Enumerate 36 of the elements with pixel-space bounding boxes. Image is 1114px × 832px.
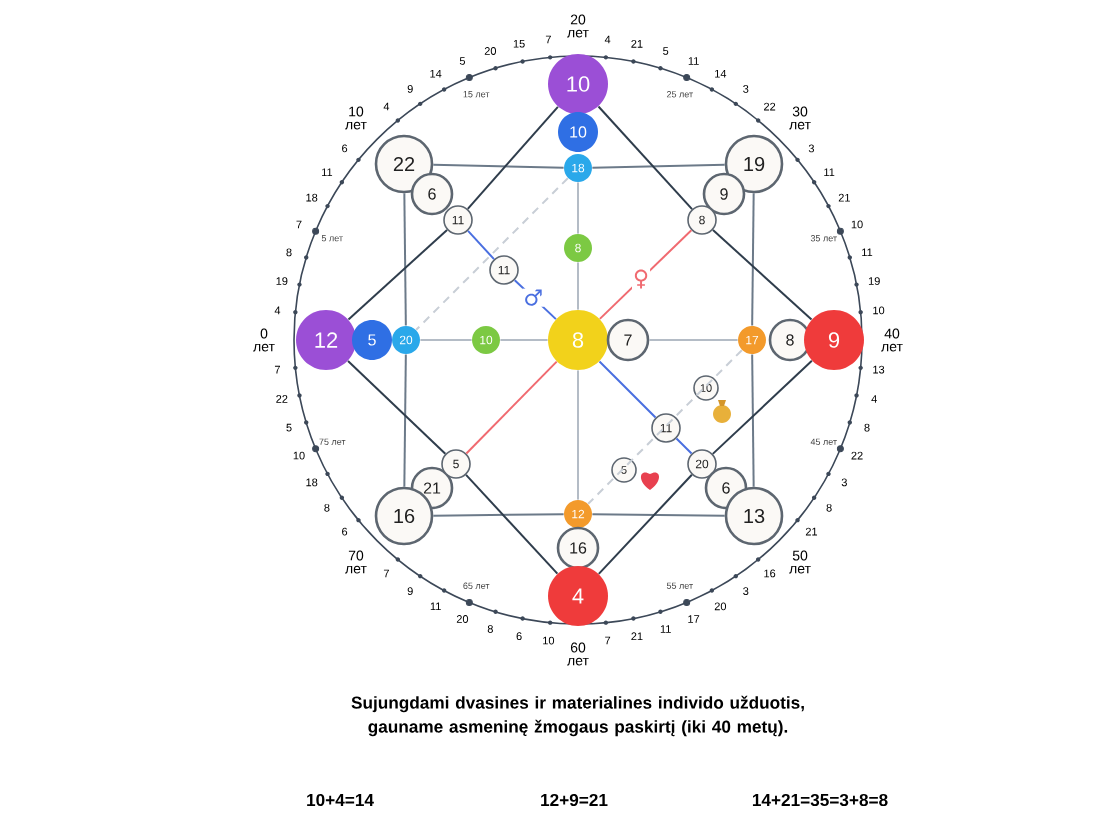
connector-line [347,228,449,321]
connector-line [419,339,473,341]
connector-line [347,360,447,455]
equation: 10+4=14 [307,793,374,807]
connector-line [466,105,559,210]
connector-line [577,181,579,235]
connector-line [577,261,579,311]
connector-line [591,163,726,169]
connector-line [403,353,407,488]
symbol-label: ♀ [634,269,648,289]
connector-line [675,437,693,455]
connector-line [591,513,726,517]
connector-line [751,353,755,488]
equation: 12+9=21 [541,793,608,807]
connector-line [415,177,569,331]
caption: Sujungdami dvasines ir materialines individo užduotis, gauname asmeninę žmogaus paskirtį (iki 40 metų). [351,695,804,737]
connector-line [432,513,565,517]
equation: 14+21=35=3+8=8 [752,793,888,807]
connector-line [587,349,743,505]
connector-line [467,229,495,261]
connector-line [577,369,579,501]
connector-line [597,105,694,211]
connector-line [403,192,407,327]
connector-line [751,192,755,327]
connector-line [711,228,813,321]
connector-line [465,473,559,575]
symbol-label: ♂ [525,289,542,306]
connector-line [597,473,693,575]
connector-line [513,279,557,321]
connector-line [499,339,549,341]
connector-line [648,339,739,341]
connector-line [711,359,813,455]
connector-line [598,360,657,419]
connector-line [432,163,565,169]
connector-line [465,360,558,455]
connector-line [598,229,693,320]
